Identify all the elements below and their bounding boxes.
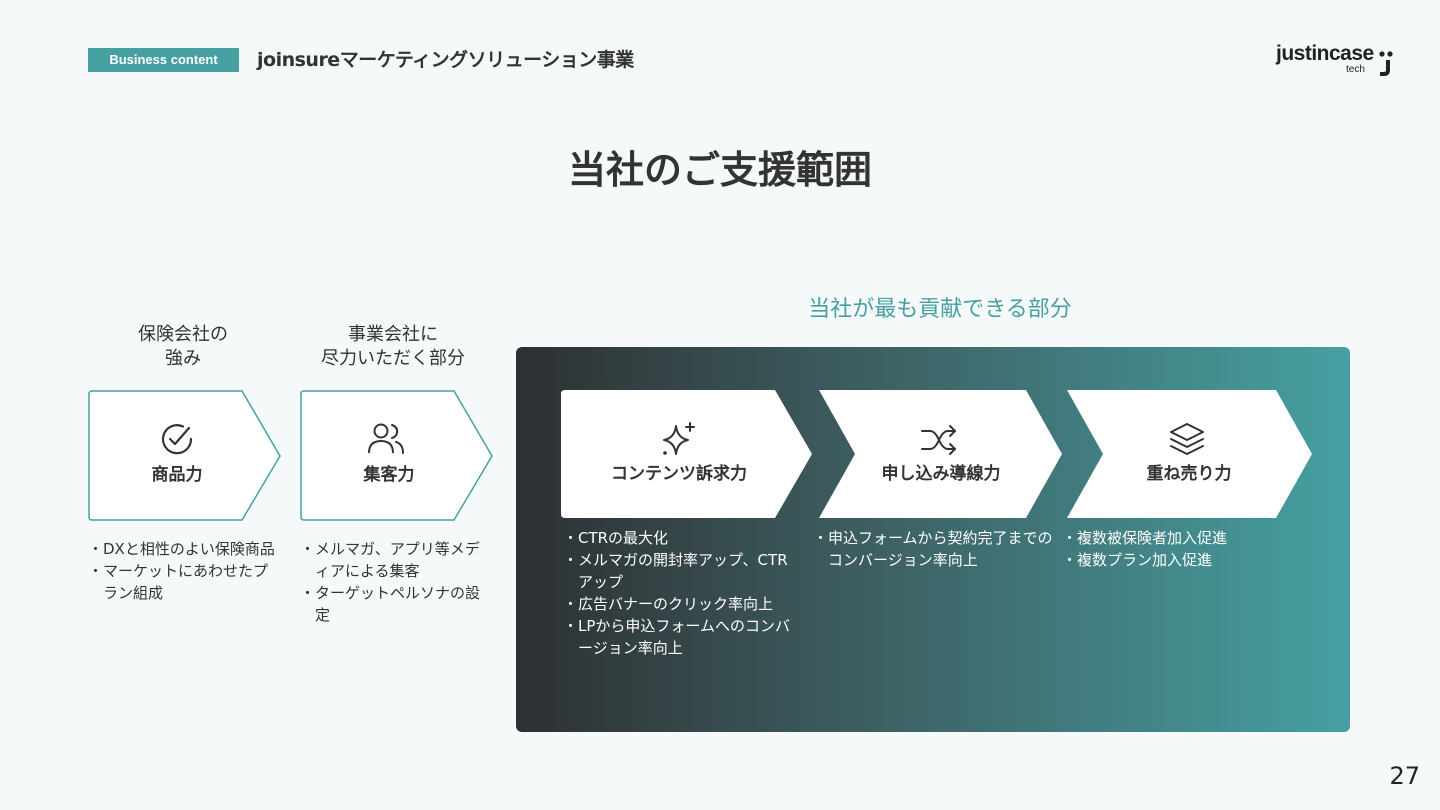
chevron-outline-shape xyxy=(88,390,281,521)
layers-icon xyxy=(1170,423,1204,455)
card-label: 集客力 xyxy=(363,465,415,485)
users-icon xyxy=(368,423,404,454)
logo-sub-text: tech xyxy=(1346,64,1365,75)
list-item: ・広告バナーのクリック率向上 xyxy=(563,595,774,613)
card-content-appeal: コンテンツ訴求力 xyxy=(561,390,813,518)
list-item: ・メルマガ、アプリ等メディアによる集客 xyxy=(300,540,480,580)
cross-sell-bullets: ・複数被保険者加入促進 ・複数プラン加入促進 xyxy=(1062,527,1312,571)
content-appeal-bullets: ・CTRの最大化 ・メルマガの開封率アップ、CTRアップ ・広告バナーのクリック… xyxy=(563,527,795,659)
list-item: ・DXと相性のよい保険商品 xyxy=(88,540,275,558)
application-flow-bullets: ・申込フォームから契約完了までのコンバージョン率向上 xyxy=(813,527,1057,571)
card-application-flow: 申し込み導線力 xyxy=(815,390,1063,518)
column-heading-insurer: 保険会社の 強み xyxy=(88,323,278,371)
card-label: コンテンツ訴求力 xyxy=(611,464,747,484)
list-item: ・メルマガの開封率アップ、CTRアップ xyxy=(563,551,788,591)
list-item: ・複数プラン加入促進 xyxy=(1062,551,1213,569)
logo-mark-icon xyxy=(1379,51,1393,76)
card-product-power: 商品力 xyxy=(88,390,282,522)
highlight-heading: 当社が最も貢献できる部分 xyxy=(808,297,1072,322)
check-circle-icon xyxy=(161,424,193,455)
page-title: 当社のご支援範囲 xyxy=(567,148,872,192)
insurer-bullets: ・DXと相性のよい保険商品 ・マーケットにあわせたプラン組成 xyxy=(88,538,278,604)
card-label: 商品力 xyxy=(151,465,203,485)
chevron-outline-shape xyxy=(300,390,493,521)
list-item: ・ターゲットペルソナの設定 xyxy=(300,584,481,624)
heading-line: 事業会社に xyxy=(348,324,438,345)
section-badge: Business content xyxy=(88,48,239,72)
logo-main-text: justincase xyxy=(1276,42,1374,65)
list-item: ・マーケットにあわせたプラン組成 xyxy=(88,562,269,602)
heading-line: 強み xyxy=(165,348,201,369)
heading-line: 保険会社の xyxy=(138,324,228,345)
heading-line: 尽力いただく部分 xyxy=(321,348,465,369)
sparkles-icon xyxy=(663,422,695,455)
list-item: ・複数被保険者加入促進 xyxy=(1062,529,1228,547)
card-cross-sell: 重ね売り力 xyxy=(1063,390,1313,518)
chevron-filled-shape xyxy=(819,390,1062,518)
chevron-filled-shape xyxy=(561,390,812,518)
card-label: 重ね売り力 xyxy=(1146,464,1232,484)
section-title: joinsureマーケティングソリューション事業 xyxy=(257,49,634,71)
page-number: 27 xyxy=(1389,762,1420,790)
shuffle-icon xyxy=(921,425,956,455)
card-label: 申し込み導線力 xyxy=(881,464,1001,484)
business-bullets: ・メルマガ、アプリ等メディアによる集客 ・ターゲットペルソナの設定 xyxy=(300,538,490,626)
column-heading-business: 事業会社に 尽力いただく部分 xyxy=(298,323,488,371)
list-item: ・申込フォームから契約完了までのコンバージョン率向上 xyxy=(813,529,1053,569)
list-item: ・LPから申込フォームへのコンバージョン率向上 xyxy=(563,617,790,657)
chevron-filled-shape xyxy=(1067,390,1312,518)
card-customer-acquisition: 集客力 xyxy=(300,390,494,522)
company-logo: justincase tech xyxy=(1276,42,1396,82)
list-item: ・CTRの最大化 xyxy=(563,529,669,547)
